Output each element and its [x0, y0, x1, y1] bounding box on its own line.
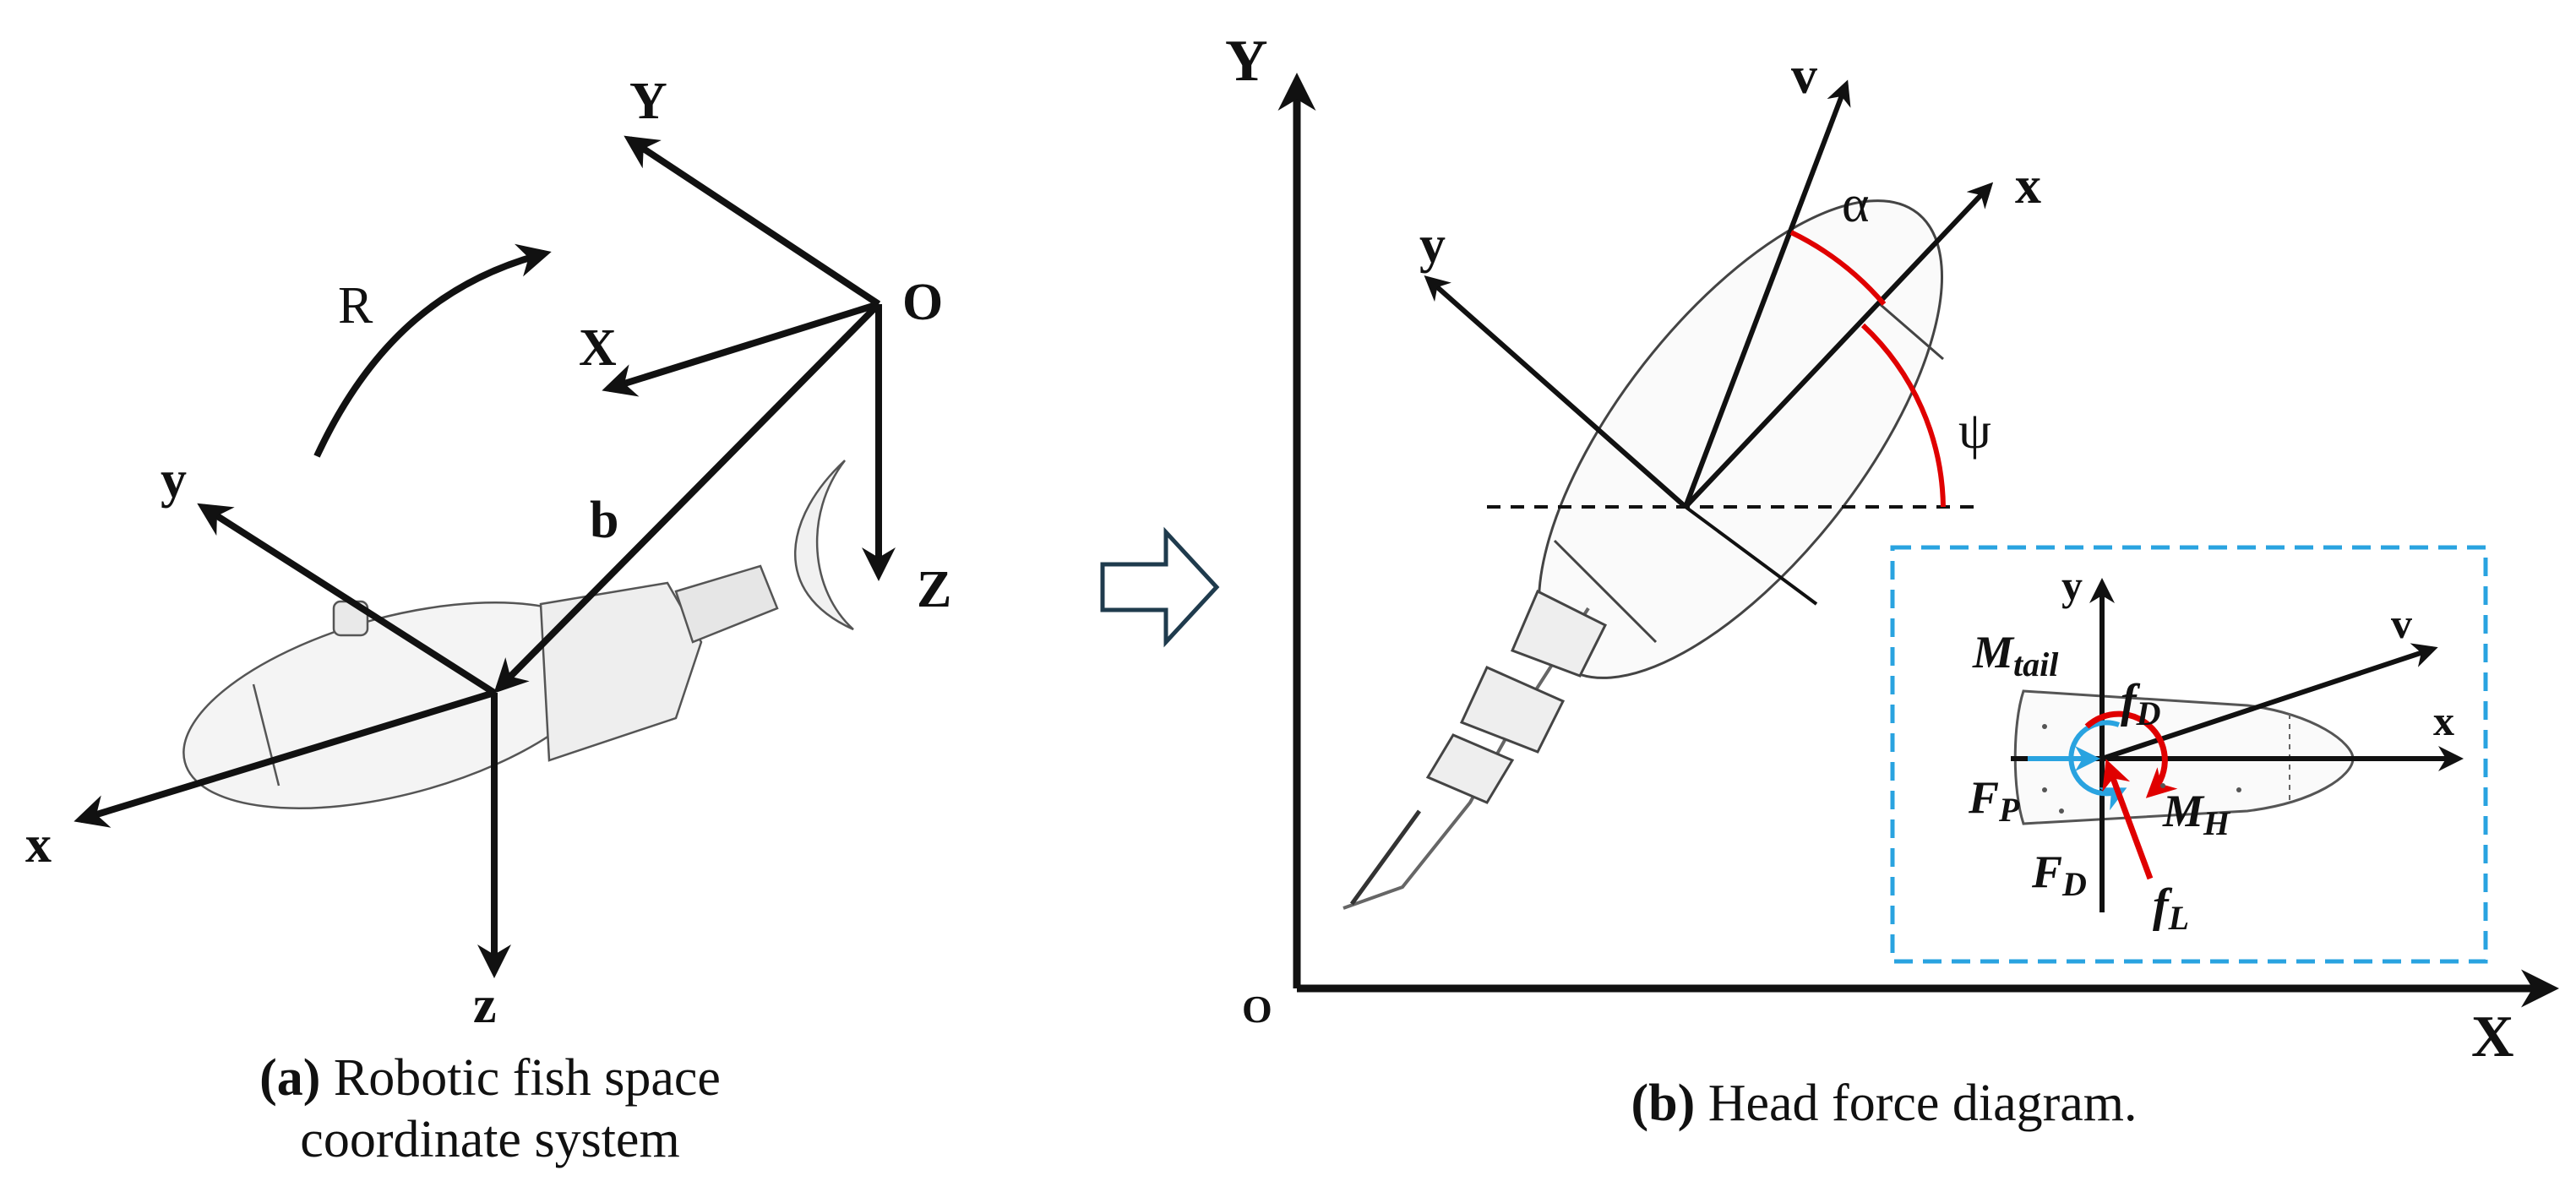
fish-backbone: [1342, 607, 1590, 910]
label-angle-alpha: α: [1842, 176, 1869, 233]
label-m-tail: Mtail: [1972, 627, 2059, 683]
inset-label-y: y: [2061, 562, 2083, 609]
label-m-h: MH: [2162, 786, 2231, 842]
label-vector-b: b: [590, 492, 618, 549]
force-inset: y v x Mtail fD FP MH FD fL: [1890, 545, 2488, 964]
fish-body-segments: [539, 581, 703, 762]
head-seam-front: [1879, 302, 1944, 361]
label-global-y: Y: [1225, 29, 1268, 94]
caption-a-line2: coordinate system: [300, 1111, 680, 1169]
label-global-origin: O: [1242, 988, 1272, 1031]
caption-a-line1: Robotic fish space: [320, 1049, 721, 1107]
fish-head-seam: [252, 683, 280, 787]
inset-label-x: x: [2433, 697, 2454, 744]
head-moment-arc: [2084, 710, 2178, 798]
fish-segment-2: [1459, 666, 1566, 754]
panel-a: Y X Z O R b y x z: [25, 73, 951, 1034]
lift-force-arrow: [2102, 759, 2154, 880]
caption-a: (a) Robotic fish space coordinate system: [194, 1048, 786, 1171]
axis-local-x: [1683, 182, 1994, 509]
inset-head-dot: [2042, 787, 2047, 792]
inset-head-dot: [2236, 787, 2241, 792]
label-local-y: y: [1419, 216, 1446, 274]
vector-b: [493, 302, 881, 694]
axis-body-y: [197, 503, 497, 696]
axis-world-x: [602, 301, 880, 397]
fish-tail-joint: [674, 564, 779, 644]
inset-head-dot: [2059, 808, 2064, 814]
label-local-x: x: [2015, 157, 2041, 215]
robotic-fish-drawing: [182, 460, 854, 809]
tail-moment-arc: [2068, 720, 2127, 811]
label-body-z: z: [473, 977, 497, 1034]
fish-tail-fin: [794, 460, 854, 631]
caption-a-tag: (a): [259, 1049, 321, 1107]
label-world-x: X: [579, 319, 617, 377]
label-f-d-large: FD: [2031, 846, 2087, 903]
caption-b-tag: (b): [1631, 1075, 1696, 1132]
label-global-x: X: [2471, 1004, 2514, 1070]
label-angle-psi: ψ: [1958, 402, 1991, 460]
inset-head-dot: [2160, 783, 2165, 788]
fish-segment-1: [1511, 589, 1608, 678]
caption-b: (b) Head force diagram.: [1504, 1073, 2264, 1135]
fish-segment-3: [1425, 733, 1515, 804]
axis-body-x: [74, 689, 496, 828]
panel-b: Y X O v x y α ψ: [1225, 29, 2559, 1070]
tail-rod: [1349, 809, 1422, 906]
label-body-y: y: [161, 451, 187, 509]
rotation-arc-r: [313, 243, 552, 458]
axis-local-y: [1424, 275, 1687, 509]
label-origin-o: O: [902, 274, 943, 331]
label-world-y: Y: [629, 73, 667, 130]
axis-world-y: [624, 135, 881, 308]
angle-psi-arc: [1860, 323, 1946, 508]
label-f-p: FP: [1968, 772, 2020, 829]
fish-head-rotated: [1342, 199, 1944, 910]
label-rotation-r: R: [338, 277, 373, 335]
inset-head-dot: [2042, 724, 2047, 729]
transition-arrow: [1100, 526, 1220, 648]
axis-velocity-v: [1683, 79, 1851, 509]
head-transverse-line: [1684, 505, 1818, 606]
angle-alpha-arc: [1789, 230, 1887, 306]
head-seam-back: [1553, 539, 1658, 644]
label-velocity-v: v: [1791, 47, 1817, 105]
caption-b-text: Head force diagram.: [1695, 1075, 2138, 1132]
label-world-z: Z: [917, 561, 951, 618]
label-body-x: x: [25, 816, 52, 874]
inset-label-v: v: [2391, 600, 2412, 647]
